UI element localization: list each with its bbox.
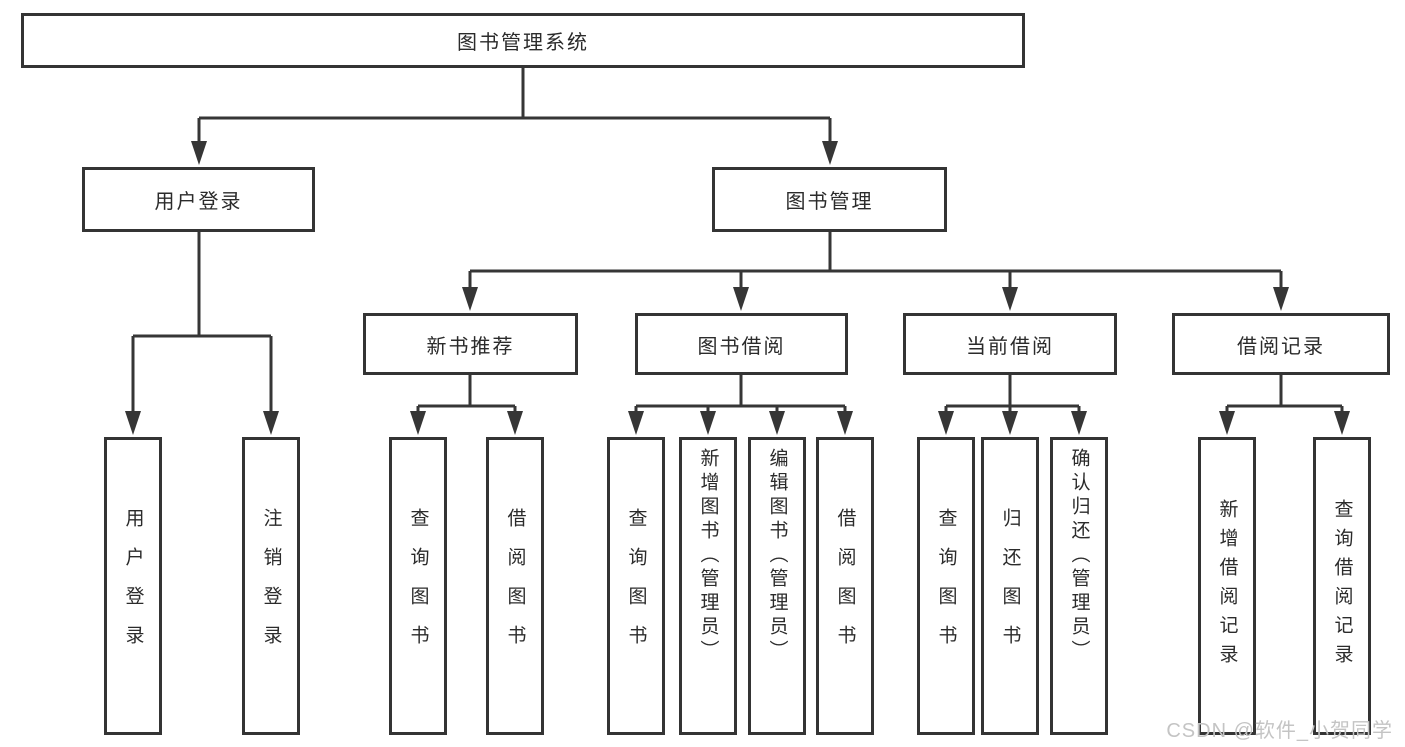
leaf-query-book-recommend: 查询图书 <box>389 437 447 735</box>
leaf-borrow-book: 借阅图书 <box>816 437 874 735</box>
leaf-add-book-admin: 新增图书（管理员） <box>679 437 737 735</box>
node-new-book-recommend-label: 新书推荐 <box>426 335 515 358</box>
leaf-user-login-label: 用户登录 <box>122 508 144 664</box>
leaf-query-borrow-record-label: 查询借阅记录 <box>1331 499 1353 673</box>
node-new-book-recommend: 新书推荐 <box>363 313 578 375</box>
leaf-add-borrow-record: 新增借阅记录 <box>1198 437 1256 735</box>
leaf-edit-book-admin-label: 编辑图书（管理员） <box>766 448 788 664</box>
node-root-label: 图书管理系统 <box>457 32 589 54</box>
leaf-return-book-label: 归还图书 <box>999 508 1021 664</box>
leaf-logout-label: 注销登录 <box>260 508 282 664</box>
leaf-add-book-admin-label: 新增图书（管理员） <box>697 448 719 664</box>
node-book-borrow: 图书借阅 <box>635 313 848 375</box>
leaf-return-book: 归还图书 <box>981 437 1039 735</box>
node-current-borrow-label: 当前借阅 <box>966 335 1054 358</box>
leaf-add-borrow-record-label: 新增借阅记录 <box>1216 499 1238 673</box>
node-root: 图书管理系统 <box>21 13 1025 68</box>
leaf-query-book-current: 查询图书 <box>917 437 975 735</box>
leaf-query-book-current-label: 查询图书 <box>935 508 957 664</box>
leaf-confirm-return-admin-label: 确认归还（管理员） <box>1068 448 1090 664</box>
node-borrow-record-label: 借阅记录 <box>1237 335 1325 358</box>
node-user-login-label: 用户登录 <box>154 191 243 213</box>
leaf-borrow-book-label: 借阅图书 <box>834 508 856 664</box>
leaf-logout: 注销登录 <box>242 437 300 735</box>
leaf-edit-book-admin: 编辑图书（管理员） <box>748 437 806 735</box>
leaf-borrow-book-recommend-label: 借阅图书 <box>504 508 526 664</box>
leaf-query-book-borrow: 查询图书 <box>607 437 665 735</box>
leaf-query-book-borrow-label: 查询图书 <box>625 508 647 664</box>
leaf-borrow-book-recommend: 借阅图书 <box>486 437 544 735</box>
node-book-borrow-label: 图书借阅 <box>697 335 786 358</box>
node-user-login: 用户登录 <box>82 167 315 232</box>
leaf-query-book-recommend-label: 查询图书 <box>407 508 429 664</box>
node-book-management-label: 图书管理 <box>785 191 874 213</box>
node-current-borrow: 当前借阅 <box>903 313 1117 375</box>
leaf-user-login: 用户登录 <box>104 437 162 735</box>
node-book-management: 图书管理 <box>712 167 947 232</box>
leaf-query-borrow-record: 查询借阅记录 <box>1313 437 1371 735</box>
node-borrow-record: 借阅记录 <box>1172 313 1390 375</box>
leaf-confirm-return-admin: 确认归还（管理员） <box>1050 437 1108 735</box>
arrow-icon <box>125 141 1350 435</box>
